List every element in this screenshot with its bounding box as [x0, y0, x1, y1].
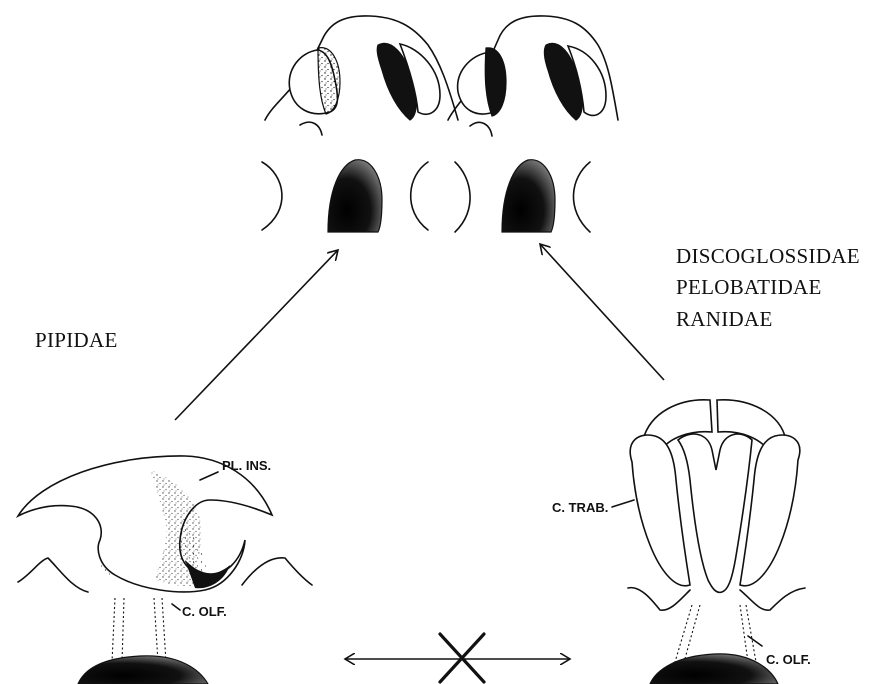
arrow-left-up [175, 250, 338, 420]
pipidae-larval-figure [18, 456, 312, 684]
label-c-olf-right: C. OLF. [766, 652, 811, 667]
label-c-olf-left: C. OLF. [182, 604, 227, 619]
cross-symbol [440, 634, 484, 682]
label-discoglossidae: DISCOGLOSSIDAE [676, 244, 860, 268]
label-pelobatidae: PELOBATIDAE [676, 275, 822, 299]
label-pl-ins: PL. INS. [222, 458, 271, 473]
top-figure-right [448, 16, 618, 232]
arrow-right-up [540, 244, 664, 380]
label-ranidae: RANIDAE [676, 307, 773, 331]
label-pipidae: PIPIDAE [35, 328, 118, 352]
top-figure-left [262, 16, 458, 232]
ranid-larval-figure [612, 400, 805, 684]
label-c-trab: C. TRAB. [552, 500, 608, 515]
